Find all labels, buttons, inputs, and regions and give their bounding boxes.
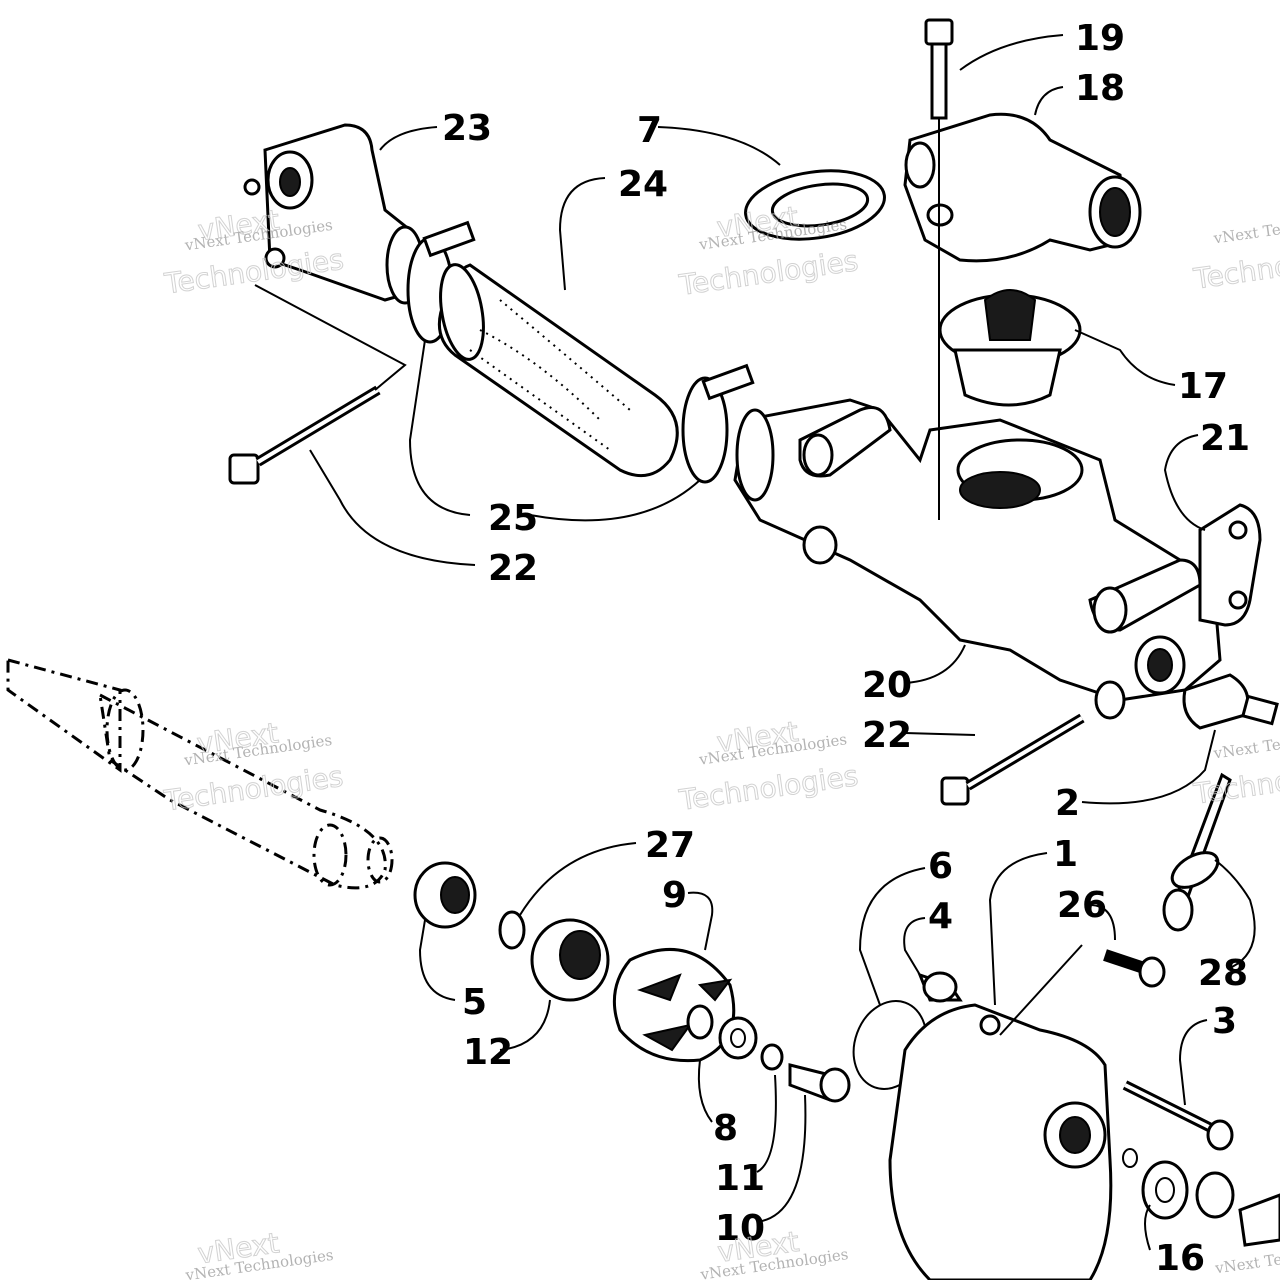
callout-22-lower: 22 — [862, 715, 912, 756]
bolt-part-10 — [788, 1063, 851, 1103]
shaft-phantom — [6, 658, 394, 890]
washer-part-8 — [718, 1016, 758, 1060]
watermark-bottom-left: vNext vNext Technologies — [183, 1226, 334, 1280]
thermostat-housing-part-20 — [733, 398, 1222, 720]
bearing-part-5 — [413, 861, 477, 929]
callout-24: 24 — [618, 164, 668, 205]
fitting-part-2 — [1182, 673, 1279, 730]
callout-17: 17 — [1178, 366, 1228, 407]
callout-3: 3 — [1212, 1001, 1237, 1042]
hose-clamp-right — [681, 363, 755, 484]
watermark-top-right: vNext Technologies Technologies — [1191, 209, 1280, 296]
callout-labels: 19 18 7 23 24 17 21 25 22 20 22 2 27 1 6… — [442, 18, 1250, 1279]
watermark-mid-center: vNext vNext Technologies Technologies — [676, 714, 861, 817]
callout-8: 8 — [713, 1108, 738, 1149]
thermostat-part-17 — [938, 289, 1082, 407]
callout-5: 5 — [462, 982, 487, 1023]
cable-tie-part-28 — [1162, 772, 1232, 932]
impeller-part-9 — [612, 947, 736, 1063]
screw-part-26 — [999, 944, 1166, 1036]
outlet-elbow-part-18 — [903, 112, 1142, 263]
leader-lines — [309, 34, 1256, 1251]
pump-housing-part-1 — [888, 1003, 1113, 1280]
circlip-part-27 — [498, 910, 526, 950]
callout-25: 25 — [488, 498, 538, 539]
callout-10: 10 — [715, 1208, 765, 1249]
bolt-part-22-upper — [228, 284, 407, 485]
watermark-mid-left: vNext vNext Technologies Technologies — [161, 716, 346, 818]
washer-part-16 — [1141, 1160, 1189, 1220]
callout-26: 26 — [1057, 885, 1107, 926]
callout-21: 21 — [1200, 418, 1250, 459]
bolt-part-19 — [924, 18, 954, 520]
svg-text:Technologies: Technologies — [1191, 238, 1280, 296]
callout-23: 23 — [442, 108, 492, 149]
bolt-part-3 — [1122, 1080, 1234, 1151]
callout-1: 1 — [1053, 834, 1078, 875]
seal-part-12 — [530, 918, 610, 1002]
bushing-part-4 — [917, 971, 963, 1003]
callout-2: 2 — [1055, 783, 1080, 824]
callout-22-upper: 22 — [488, 548, 538, 589]
callout-4: 4 — [928, 896, 953, 937]
callout-20: 20 — [862, 665, 912, 706]
callout-6: 6 — [928, 846, 953, 887]
bolt-part-22-lower — [940, 713, 1085, 806]
svg-text:vNext Technologies: vNext Technologies — [1212, 724, 1280, 763]
callout-27: 27 — [645, 825, 695, 866]
callout-7: 7 — [637, 110, 662, 151]
svg-text:Technologies: Technologies — [1191, 753, 1280, 811]
watermark-mid-right: vNext Technologies Technologies — [1191, 724, 1280, 811]
coolant-hose-part-24 — [437, 263, 679, 478]
callout-19: 19 — [1075, 18, 1125, 59]
drain-plug — [1238, 1193, 1280, 1247]
washer-right — [1195, 1171, 1235, 1219]
seal-ring-part-7 — [744, 169, 886, 241]
gasket-part-21 — [1198, 503, 1262, 627]
callout-18: 18 — [1075, 68, 1125, 109]
callout-28: 28 — [1198, 953, 1248, 994]
small-o-ring — [1122, 1148, 1138, 1168]
callout-16: 16 — [1155, 1238, 1205, 1279]
callout-12: 12 — [463, 1032, 513, 1073]
washer-part-11 — [760, 1043, 784, 1071]
callout-9: 9 — [662, 875, 687, 916]
callout-11: 11 — [715, 1158, 765, 1199]
svg-text:vNext Technologies: vNext Technologies — [1212, 209, 1280, 248]
